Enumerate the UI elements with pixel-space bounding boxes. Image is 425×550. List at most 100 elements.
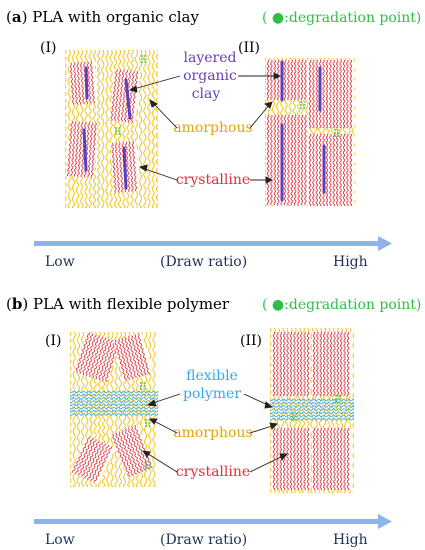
crystalline-chain [289,427,293,491]
amorphous-chain [352,328,354,493]
clay-platelet [84,66,89,100]
crystalline-chain [273,59,277,101]
crystalline-chain [131,335,144,377]
crystalline-chain [82,334,97,375]
amorphous-chain [147,50,151,208]
crystalline-chain [332,133,336,206]
crystalline-chain [322,59,325,129]
crystalline-chain [87,122,94,178]
crystalline-chain [335,133,339,206]
amorphous-chain [151,50,155,208]
crystalline-chain [124,141,131,193]
crystalline-chain [87,443,106,481]
crystalline-chain [114,142,121,193]
crystalline-chain [89,61,95,104]
stage-b1-label: (I) [45,333,61,349]
crystalline-chain [322,427,326,491]
crystalline-chain [124,428,144,473]
flexible-chain [70,397,158,400]
crystalline-chain [326,331,329,397]
crystalline-chain [293,427,296,491]
crystalline-domain [308,59,354,129]
crystalline-chain [312,59,315,129]
block-b1 [70,332,158,487]
crystalline-domain [312,331,352,397]
crystalline-chain [112,433,131,478]
crystalline-chain [290,59,294,101]
crystalline-chain [101,340,116,382]
crystalline-chain [270,59,273,101]
leader-lines-a [128,72,282,184]
crystalline-chain [131,141,138,192]
crystalline-chain [315,59,319,129]
crystalline-chain [290,114,294,206]
crystalline-chain [346,427,350,491]
crystalline-chain [318,133,322,206]
crystalline-chain [130,70,139,124]
crystalline-domain [68,61,98,106]
crystalline-chain [95,338,110,380]
draw-ratio-axis-b [34,514,392,529]
crystalline-chain [308,59,312,129]
crystalline-chain [93,446,112,483]
flexible-chain [70,393,158,397]
crystalline-chain [346,59,349,129]
crystalline-chain [303,427,306,491]
amorphous-chain [70,332,72,487]
amorphous-chain [97,50,101,208]
crystalline-chain [336,331,340,397]
crystalline-chain [90,444,109,482]
crystalline-chain [293,331,296,397]
crystalline-chain [326,427,329,491]
crystalline-domain [266,114,308,206]
crystalline-chain [308,133,312,206]
flexible-chain [270,414,354,418]
crystalline-chain [114,339,127,381]
flexible-chain [270,417,354,421]
crystalline-chain [299,427,303,491]
amorphous-chain [143,50,147,208]
crystalline-domain [66,120,98,179]
crystalline-chain [312,133,315,206]
crystalline-chain [79,333,94,374]
crystalline-chain [329,133,332,206]
amorphous-chain [105,50,109,208]
flexible-chain [270,401,354,405]
flexible-chain [70,409,158,413]
flexible-chain [70,406,158,410]
crystalline-chain [121,429,140,474]
crystalline-chain [115,432,134,476]
crystalline-chain [266,114,270,206]
crystalline-chain [343,331,346,397]
crystalline-chain [286,331,289,397]
crystalline-chain [279,331,283,397]
crystalline-chain [134,334,147,376]
crystalline-chain [297,59,300,101]
callout-amorphous-a: amorphous [173,120,252,136]
callout-clay-line3: clay [192,86,221,102]
crystalline-chain [335,59,339,129]
crystalline-chain [329,427,333,491]
flexible-chain [270,405,354,408]
panel-a: (a) PLA with organic clay ( ●:degradatio… [6,8,421,270]
crystalline-chain [336,427,340,491]
flexible-chain [270,411,354,415]
crystalline-chain [282,331,286,397]
crystalline-chain [342,59,346,129]
crystalline-chain [306,331,310,397]
amorphous-chain [101,50,105,208]
crystalline-chain [120,69,129,123]
amorphous-chain [114,332,118,487]
crystalline-chain [272,331,276,397]
crystalline-chain [300,59,304,101]
crystalline-chain [287,114,290,206]
crystalline-chain [70,121,77,177]
crystalline-chain [85,335,100,376]
crystalline-chain [306,427,310,491]
block-a1 [65,50,158,208]
crystalline-chain [325,133,329,206]
crystalline-domain [272,427,310,491]
crystalline-chain [128,141,134,192]
crystalline-chain [312,331,316,397]
